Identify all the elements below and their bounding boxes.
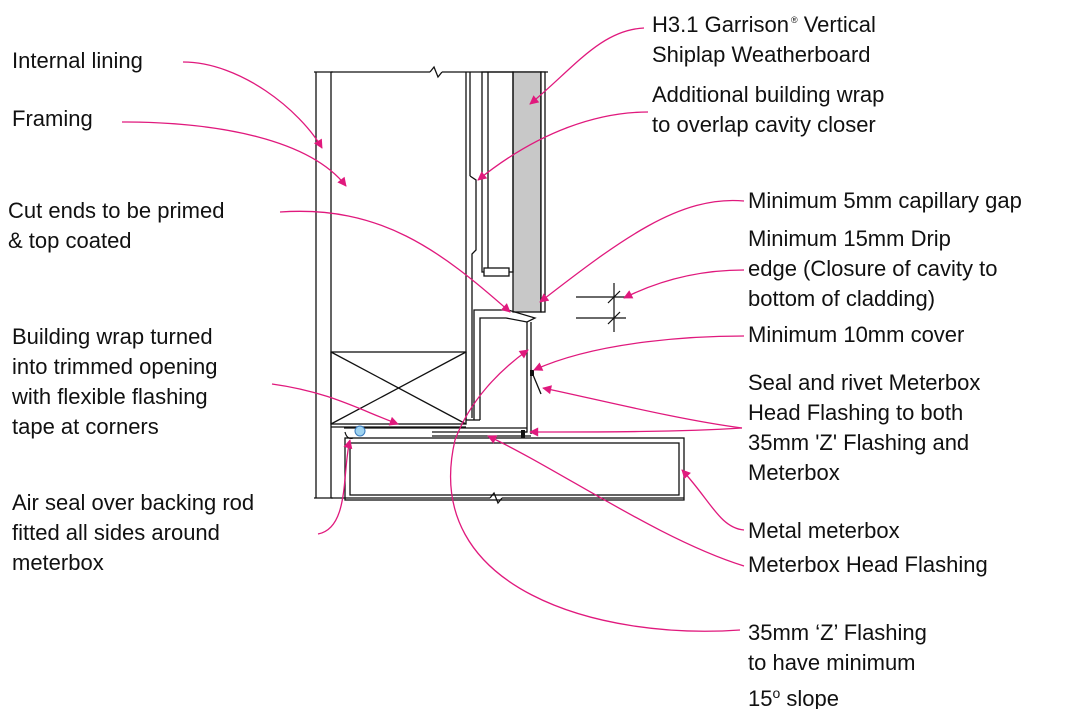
label-building-wrap-line2: into trimmed opening [12,354,218,379]
label-cover: Minimum 10mm cover [748,322,965,347]
internal-lining-shape [314,71,333,499]
leader-building-wrap [271,383,399,426]
label-weatherboard: H3.1 Garrison® Vertical Shiplap Weatherb… [652,5,876,70]
flashing-shape [344,322,542,437]
label-seal-rivet-line2: Head Flashing to both [748,400,964,425]
label-weatherboard-line2: Shiplap Weatherboard [652,42,871,67]
label-z-flashing-slope: slope [780,686,839,709]
label-building-wrap-line4: tape at corners [12,414,159,439]
label-weatherboard-vertical: Vertical [797,12,876,37]
label-cut-ends: Cut ends to be primed & top coated [8,196,224,256]
label-weatherboard-line1: H3.1 Garrison® Vertical [652,5,876,40]
leader-framing [121,121,347,187]
backing-rod-shape [354,425,366,437]
label-air-seal-line1: Air seal over backing rod [12,490,255,515]
leader-cut-ends [279,210,511,313]
label-additional-wrap: Additional building wrap to overlap cavi… [652,80,884,140]
leader-z-flashing [449,349,741,632]
label-internal-lining: Internal lining [12,48,143,73]
label-air-seal: Air seal over backing rod fitted all sid… [12,488,254,578]
leader-lines [121,27,745,632]
label-building-wrap-line3: with flexible flashing [12,384,208,409]
label-seal-rivet-line4: Meterbox [748,460,840,485]
leader-weatherboard [529,27,645,105]
label-z-flashing-line1: 35mm ‘Z’ Flashing [748,620,927,645]
dimension-marks [576,283,626,332]
rivet-lower [521,430,525,438]
leader-seal-rivet-2 [529,427,743,437]
label-z-flashing-angle: 15 [748,686,773,709]
label-weatherboard-name: H3.1 Garrison [652,12,789,37]
degree-mark: o [772,685,781,701]
label-capillary-gap: Minimum 5mm capillary gap [748,188,1022,213]
label-drip-edge-line3: bottom of cladding) [748,286,936,311]
label-building-wrap-line1: Building wrap turned [12,324,213,349]
leader-cover [533,335,745,371]
leader-capillary-gap [539,199,745,303]
label-air-seal-line2: fitted all sides around [12,520,220,545]
label-drip-edge-line1: Minimum 15mm Drip [748,226,951,251]
registered-mark: ® [790,15,798,25]
label-seal-rivet: Seal and rivet Meterbox Head Flashing to… [748,368,980,488]
label-drip-edge: Minimum 15mm Drip edge (Closure of cavit… [748,224,997,314]
label-z-flashing-line3: 15o slope [748,678,927,709]
label-head-flashing: Meterbox Head Flashing [748,552,988,577]
air-seal-shape [344,431,354,439]
cladding-shape [481,71,546,313]
leader-additional-wrap [477,111,649,181]
label-z-flashing-line2: to have minimum [748,650,916,675]
label-additional-wrap-line2: to overlap cavity closer [652,112,876,137]
label-framing: Framing [12,106,93,131]
label-seal-rivet-line3: 35mm 'Z' Flashing and [748,430,970,455]
cavity-closer-shape [466,175,537,421]
label-seal-rivet-line1: Seal and rivet Meterbox [748,370,981,395]
label-cut-ends-line1: Cut ends to be primed [8,198,225,223]
leader-internal-lining [182,61,323,149]
label-building-wrap: Building wrap turned into trimmed openin… [12,322,217,442]
meterbox-shape [331,437,685,505]
label-cut-ends-line2: & top coated [8,228,132,253]
rivet-upper [530,370,534,376]
leader-metal-meterbox [681,469,745,531]
leader-air-seal [317,439,353,535]
label-air-seal-line3: meterbox [12,550,104,575]
label-drip-edge-line2: edge (Closure of cavity to [748,256,998,281]
leader-seal-rivet-1 [542,385,743,429]
trimmer-shape [330,351,467,428]
label-metal-meterbox: Metal meterbox [748,518,900,543]
label-additional-wrap-line1: Additional building wrap [652,82,885,107]
label-z-flashing: 35mm ‘Z’ Flashing to have minimum 15o sl… [748,618,927,709]
leader-head-flashing [487,435,745,567]
leader-drip-edge [623,269,745,299]
